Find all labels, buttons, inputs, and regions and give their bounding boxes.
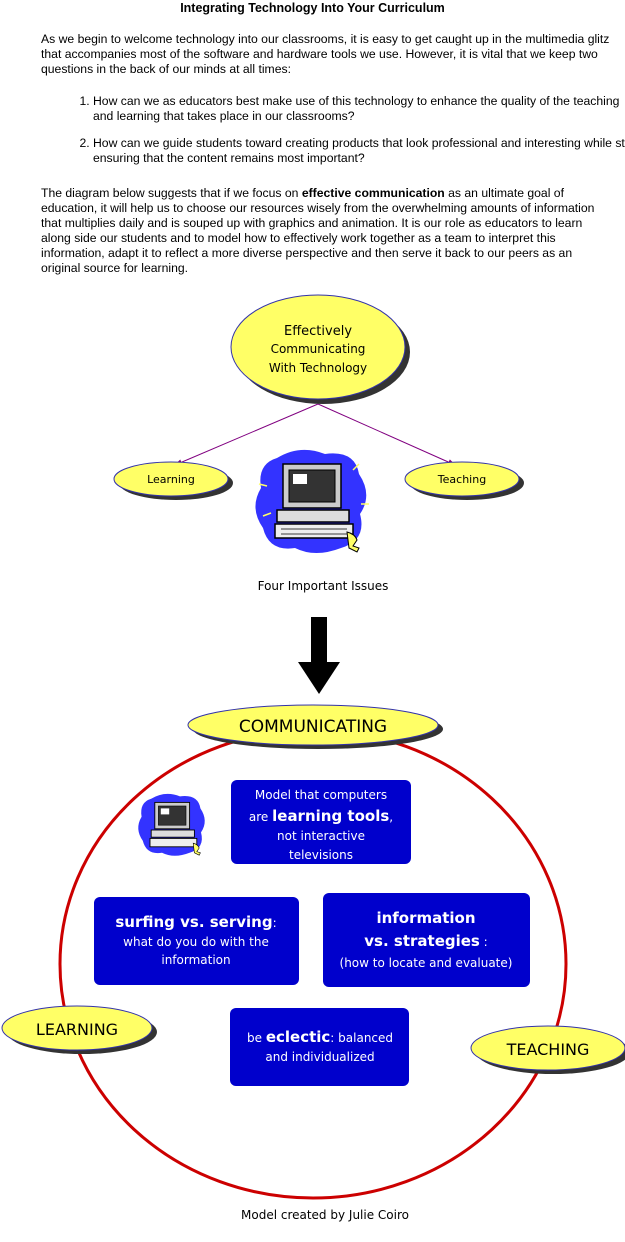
box1-line-2-bold: learning tools (272, 807, 389, 825)
box2-line-1-bold: surfing vs. serving (115, 913, 272, 931)
box3-line-2-bold: vs. strategies (364, 932, 480, 950)
communicating-text: COMMUNICATING (239, 717, 387, 737)
box1-line-2-post: , (389, 810, 393, 824)
question-item: How can we guide students toward creatin… (93, 136, 625, 166)
computer-clipart-icon (255, 449, 369, 553)
box4-line-1-pre: be (247, 1031, 266, 1045)
box3-line-3: (how to locate and evaluate) (340, 956, 513, 970)
box4-line-1-post: : balanced (330, 1031, 393, 1045)
box-information-strategies: information vs. strategies : (how to loc… (323, 893, 530, 987)
teaching-text: TEACHING (506, 1040, 590, 1059)
box4-line-1-bold: eclectic (266, 1028, 330, 1046)
center-line-1: Effectively (284, 324, 352, 339)
learning-label: LEARNING (1, 1005, 157, 1054)
box-surfing-serving: surfing vs. serving: what do you do with… (94, 897, 299, 985)
box1-line-1: Model that computers (255, 788, 387, 802)
center-line-2: Communicating (271, 342, 366, 356)
communicating-label: COMMUNICATING (187, 704, 443, 749)
learning-node-label: Learning (147, 473, 195, 486)
teaching-node: Teaching (404, 461, 524, 500)
box2-line-1-post: : (273, 916, 277, 930)
center-line-3: With Technology (269, 361, 367, 375)
box1-line-2: are learning tools, (249, 807, 393, 825)
summary-text-after: as an ultimate goal of education, it wil… (41, 186, 595, 275)
box-eclectic: be eclectic: balanced and individualized (230, 1008, 409, 1086)
box3-line-2-post: : (480, 935, 488, 949)
arrow-to-learning (174, 403, 319, 466)
box2-line-3: information (161, 953, 230, 967)
intro-paragraph: As we begin to welcome technology into o… (41, 32, 610, 76)
box1-line-2-pre: are (249, 810, 272, 824)
down-arrow-icon (298, 617, 340, 694)
box2-line-2: what do you do with the (123, 935, 269, 949)
box2-line-1: surfing vs. serving: (115, 913, 276, 931)
teaching-node-label: Teaching (437, 473, 486, 486)
teaching-label: TEACHING (470, 1025, 625, 1074)
box3-line-2: vs. strategies : (364, 932, 487, 950)
learning-node: Learning (113, 461, 233, 500)
summary-text-before: The diagram below suggests that if we fo… (41, 186, 302, 200)
box4-line-1: be eclectic: balanced (247, 1028, 393, 1046)
box4-line-2: and individualized (265, 1050, 374, 1064)
page-title: Integrating Technology Into Your Curricu… (180, 1, 445, 15)
questions-list: How can we as educators best make use of… (75, 94, 625, 178)
box3-line-1: information (376, 909, 475, 927)
credit-text: Model created by Julie Coiro (241, 1208, 409, 1222)
center-ellipse: Effectively Communicating With Technolog… (230, 294, 410, 404)
box1-line-3: not interactive (277, 829, 365, 843)
learning-text: LEARNING (36, 1020, 118, 1039)
computer-clipart-small-icon (138, 793, 205, 856)
box-learning-tools: Model that computers are learning tools,… (231, 780, 411, 864)
arrow-to-teaching (317, 403, 456, 466)
summary-paragraph: The diagram below suggests that if we fo… (41, 186, 611, 276)
summary-bold-text: effective communication (301, 186, 445, 200)
box1-line-4: televisions (289, 848, 353, 862)
question-item: How can we as educators best make use of… (93, 94, 625, 124)
caption-four-issues: Four Important Issues (258, 579, 389, 593)
